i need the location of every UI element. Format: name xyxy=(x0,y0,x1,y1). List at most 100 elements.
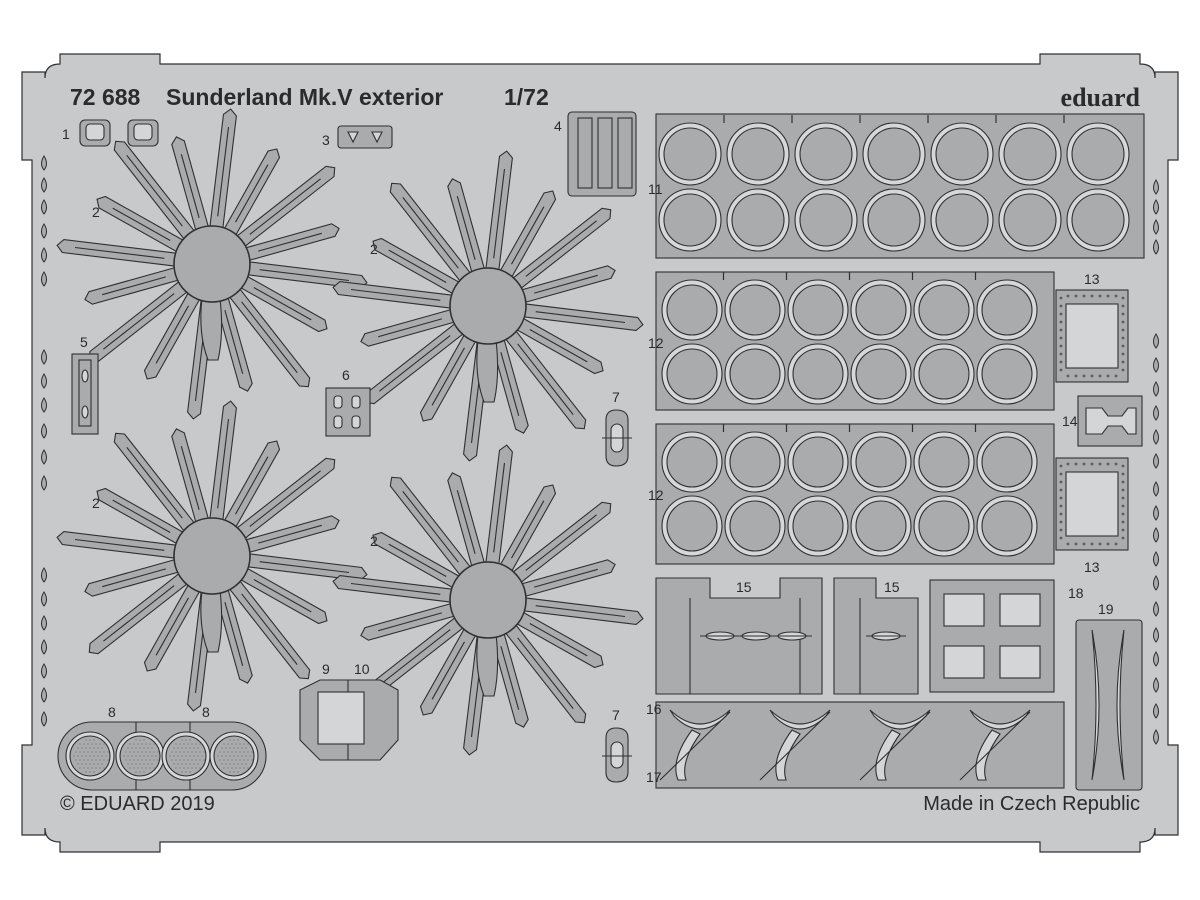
rivet xyxy=(1106,462,1110,466)
star-tab xyxy=(200,589,223,653)
mesh-dot xyxy=(183,767,185,769)
rivet xyxy=(1059,536,1063,540)
mesh-dot xyxy=(237,763,239,765)
brace-line xyxy=(959,711,1031,781)
disc xyxy=(666,436,718,488)
rivet xyxy=(1059,328,1063,332)
mesh-dot xyxy=(139,747,141,749)
mesh-dot xyxy=(239,767,241,769)
mesh-dot xyxy=(133,743,135,745)
mesh-dot xyxy=(179,759,181,761)
mesh-dot xyxy=(143,755,145,757)
mesh-dot xyxy=(139,771,141,773)
sheet-title: Sunderland Mk.V exterior xyxy=(166,84,443,110)
mesh-dot xyxy=(107,759,109,761)
part-7-link-bottom xyxy=(602,727,632,783)
mesh-dot xyxy=(77,747,79,749)
rivet xyxy=(1090,294,1094,298)
star-arm-groove xyxy=(180,154,200,218)
star-arm-groove xyxy=(511,206,545,265)
mesh-dot xyxy=(171,759,173,761)
rivet xyxy=(1082,462,1086,466)
rivet xyxy=(1121,352,1125,356)
rivet xyxy=(1090,542,1094,546)
mesh-dot xyxy=(137,743,139,745)
brace-lower xyxy=(775,729,801,781)
rivet xyxy=(1106,374,1110,378)
brace-line xyxy=(759,711,831,781)
drop-slot xyxy=(1153,651,1159,667)
drop-slot xyxy=(41,615,47,631)
mesh-dot xyxy=(245,747,247,749)
mesh-dot xyxy=(245,755,247,757)
star-arm-groove xyxy=(378,612,442,632)
part-18-window-frames xyxy=(929,579,1055,693)
disc xyxy=(1071,127,1125,181)
rivet xyxy=(1121,464,1125,468)
disc xyxy=(867,193,921,247)
star-arm-groove xyxy=(253,579,312,613)
star-arm-groove xyxy=(249,470,321,527)
mesh-dot xyxy=(251,751,253,753)
label-part-15-a: 15 xyxy=(736,579,752,595)
mesh-dot xyxy=(197,747,199,749)
rivet xyxy=(1082,542,1086,546)
rivet xyxy=(1059,360,1063,364)
mesh-dot xyxy=(179,751,181,753)
drop-slot xyxy=(41,663,47,679)
mesh-dot xyxy=(87,759,89,761)
label-part-18: 18 xyxy=(1068,585,1084,601)
label-part-5: 5 xyxy=(80,334,88,350)
rivet xyxy=(1121,296,1125,300)
drop-slot xyxy=(1153,429,1159,445)
part-15-panel-left xyxy=(655,577,823,695)
mesh-dot xyxy=(137,759,139,761)
mesh-dot xyxy=(81,763,83,765)
star-arm-groove xyxy=(525,220,597,277)
sheet-code: 72 688 xyxy=(70,84,141,110)
disc xyxy=(792,436,844,488)
mesh-dot xyxy=(233,755,235,757)
mesh-dot xyxy=(229,763,231,765)
brand-logo: eduard xyxy=(1061,83,1141,112)
mesh-dot xyxy=(197,755,199,757)
mesh-dot xyxy=(223,743,225,745)
mesh-dot xyxy=(231,743,233,745)
mesh-dot xyxy=(189,747,191,749)
mesh-dot xyxy=(181,739,183,741)
star-arm-groove xyxy=(529,623,588,657)
brace-lower xyxy=(875,729,901,781)
mesh-dot xyxy=(199,767,201,769)
rivet xyxy=(1074,294,1078,298)
mesh-dot xyxy=(201,755,203,757)
mesh-dot xyxy=(103,751,105,753)
mesh-dot xyxy=(153,743,155,745)
mesh-dot xyxy=(173,747,175,749)
mesh-dot xyxy=(181,747,183,749)
disc xyxy=(731,127,785,181)
mesh-dot xyxy=(131,747,133,749)
mesh-dot xyxy=(125,759,127,761)
mesh-dot xyxy=(243,767,245,769)
label-part-16: 16 xyxy=(646,701,662,717)
mesh-dot xyxy=(179,767,181,769)
drop-slot xyxy=(1153,453,1159,469)
drop-slot xyxy=(41,687,47,703)
disc xyxy=(855,436,907,488)
mesh-dot xyxy=(187,751,189,753)
mesh-dot xyxy=(189,771,191,773)
star-arm-groove xyxy=(402,197,459,269)
mesh-dot xyxy=(83,759,85,761)
mesh-dot xyxy=(189,755,191,757)
disc xyxy=(663,127,717,181)
part-5-strip xyxy=(71,353,99,435)
mesh-dot xyxy=(199,759,201,761)
rivet xyxy=(1074,374,1078,378)
mesh-dot xyxy=(195,767,197,769)
drop-slot xyxy=(1153,551,1159,567)
mesh-dot xyxy=(193,763,195,765)
mesh-dot xyxy=(183,751,185,753)
part-2-starburst-top-left xyxy=(56,108,368,420)
label-part-17: 17 xyxy=(646,769,662,785)
rivet xyxy=(1121,304,1125,308)
